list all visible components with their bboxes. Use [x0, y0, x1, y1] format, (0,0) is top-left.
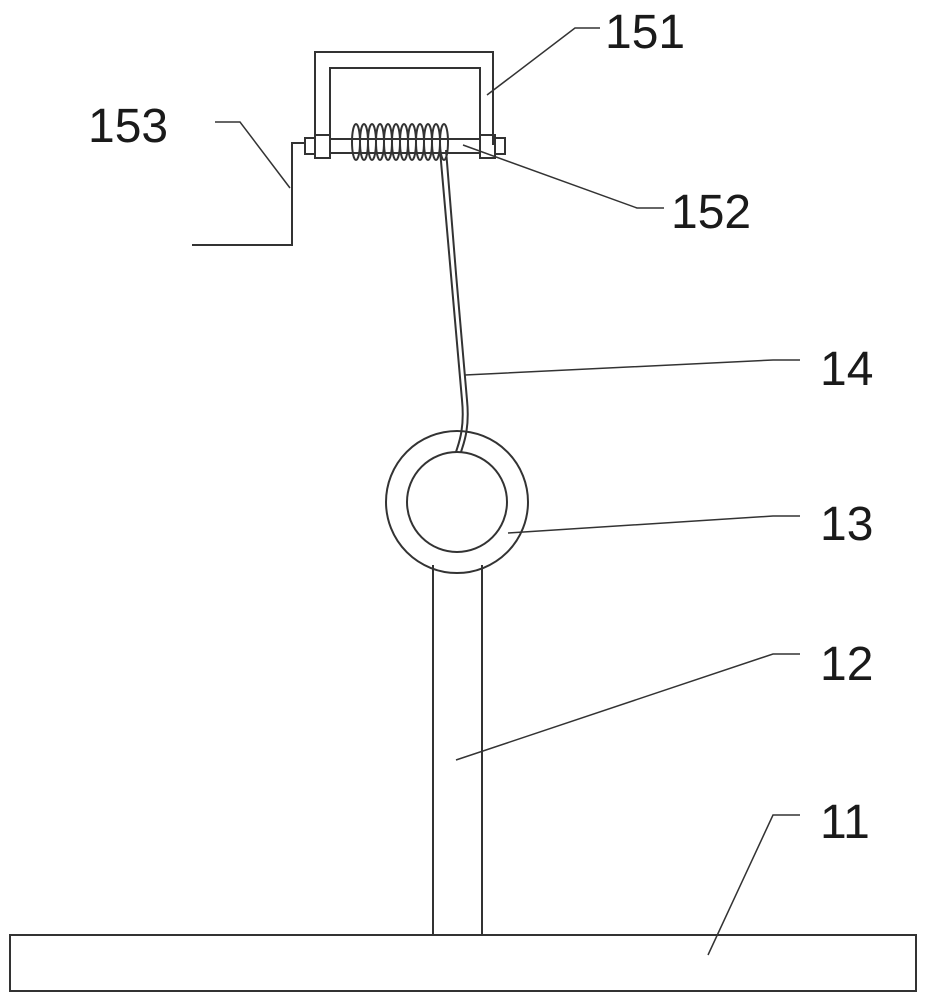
base-plate	[9, 934, 917, 992]
leader-13	[507, 515, 800, 534]
leader-151	[486, 27, 600, 96]
leader-11	[707, 814, 800, 956]
leader-153	[215, 121, 291, 189]
label-152: 152	[671, 186, 751, 239]
label-14: 14	[820, 343, 873, 396]
leader-lines	[215, 27, 800, 956]
leader-14	[464, 359, 800, 376]
label-11: 11	[820, 796, 870, 849]
reference-labels: 151 152 153 14 13 12 11	[88, 6, 873, 849]
cable-edge	[445, 149, 469, 453]
top-bracket	[314, 51, 496, 159]
label-151: 151	[605, 6, 685, 59]
coil-spring	[351, 123, 449, 161]
ring	[385, 430, 529, 574]
label-13: 13	[820, 498, 873, 551]
cable	[439, 149, 464, 453]
crank-handle	[192, 142, 305, 246]
leader-12	[455, 653, 800, 761]
leader-152	[462, 144, 664, 209]
shaft	[304, 137, 506, 155]
label-153: 153	[88, 100, 168, 153]
vertical-post	[432, 565, 483, 935]
label-12: 12	[820, 638, 873, 691]
